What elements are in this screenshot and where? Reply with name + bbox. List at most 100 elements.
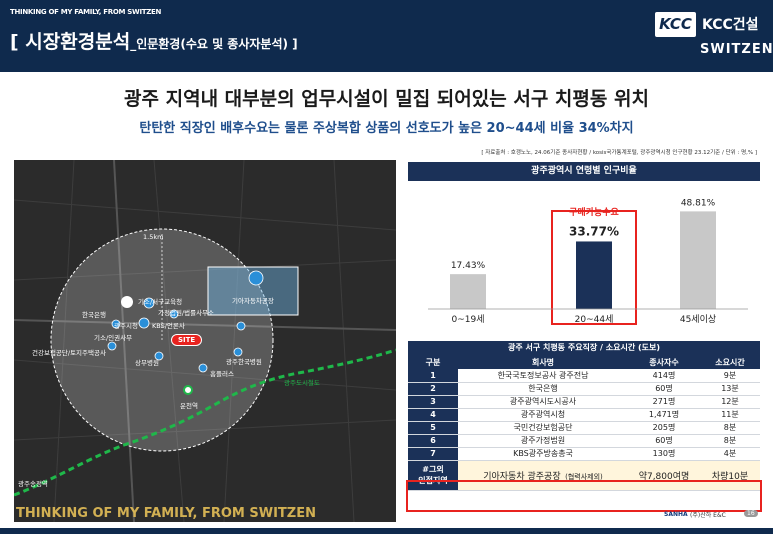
walk-time: 9분 xyxy=(700,369,760,383)
site-marker: SITE xyxy=(171,334,203,346)
map-label: 상무병원 xyxy=(135,359,159,367)
walk-time: 8분 xyxy=(700,421,760,435)
map-label: 광주시청 xyxy=(114,322,138,330)
map-label: 홈플러스 xyxy=(210,370,234,378)
company-name: 국민건강보험공단 xyxy=(458,421,628,435)
chart-bar xyxy=(576,241,612,309)
row-number: 3 xyxy=(408,395,458,409)
map-graphic xyxy=(14,160,396,522)
highlight-row: #그외 인접지역 기아자동차 광주공장_(협력사제외) 약7,800여명 차량1… xyxy=(408,460,760,491)
chart-svg: 17.43% 0~19세 33.77% 20~44세 구매가능수요 48.81% 45세이상 xyxy=(428,198,748,325)
company-name: 한국국토정보공사 광주전남 xyxy=(458,369,628,383)
kcc-logo: KCC xyxy=(655,12,696,37)
brand-name: KCC건설 xyxy=(702,17,759,33)
company-name: 광주가정법원 xyxy=(458,434,628,448)
footer-tagline: THINKING OF MY FAMILY, FROM SWITZEN xyxy=(16,506,316,521)
chart-value-label: 17.43% xyxy=(451,261,486,271)
worker-count: 60명 xyxy=(628,382,700,396)
row-group-line1: #그외 xyxy=(422,465,444,474)
walk-time: 4분 xyxy=(700,447,760,461)
chart-value-label: 33.77% xyxy=(569,224,619,238)
worker-count: 205명 xyxy=(628,421,700,435)
map-label: 한국은행 xyxy=(82,311,106,319)
table-title: 광주 서구 치평동 주요직장 / 소요시간 (도보) xyxy=(408,341,760,355)
map-label: 기소/서구교육청 xyxy=(138,298,183,306)
company-name: 한국은행 xyxy=(458,382,628,396)
section-title: [ 시장환경분석_인문환경(수요 및 종사자분석) ] xyxy=(10,27,298,54)
source-note: [ 자료출처 : 호갱노노, 24.06기준 종사자현황 / kosis국가통계… xyxy=(481,150,757,156)
row-group: #그외 인접지역 xyxy=(408,460,458,491)
company-name-footer: (주)산하 E&C xyxy=(690,512,726,519)
company-name: 기아자동차 광주공장_(협력사제외) xyxy=(458,460,628,491)
pin-kia xyxy=(248,270,264,286)
company-name: 광주광역시도시공사 xyxy=(458,395,628,409)
switzen-logo: SWITZEN xyxy=(700,42,773,57)
subway-line xyxy=(14,348,396,497)
highlight-outline xyxy=(406,480,762,512)
walk-time: 11분 xyxy=(700,408,760,422)
company-name: KBS광주방송총국 xyxy=(458,447,628,461)
company-name: 광주광역시청 xyxy=(458,408,628,422)
worker-count: 130명 xyxy=(628,447,700,461)
map-label: KBS/언론사 xyxy=(152,322,185,330)
section-title-sub: _인문환경(수요 및 종사자분석) ] xyxy=(130,37,298,51)
map-label: 광주도시철도 xyxy=(284,379,320,387)
highlight-label: 구매가능수요 xyxy=(569,206,619,218)
row-number: 2 xyxy=(408,382,458,396)
worker-count: 414명 xyxy=(628,369,700,383)
brand-tagline: THINKING OF MY FAMILY, FROM SWITZEN xyxy=(10,8,162,16)
highlight-box xyxy=(551,210,637,325)
map-label: 가정법원/법률사무소 xyxy=(158,309,215,317)
worker-count: 1,471명 xyxy=(628,408,700,422)
map-label: 기소/인권사무 xyxy=(94,334,133,342)
row-number: 6 xyxy=(408,434,458,448)
chart-category-label: 20~44세 xyxy=(575,314,614,325)
table-header: 소요시간 xyxy=(700,355,760,369)
location-map: 1.5km 한국은행 광주시청 기소/서구교육청 가정법원/법률사무소 KBS/… xyxy=(14,160,396,522)
chart-category-label: 0~19세 xyxy=(452,314,485,325)
row-number: 7 xyxy=(408,447,458,461)
table-header: 구분 xyxy=(408,355,458,369)
map-label: 건강보험공단/토지주택공사 xyxy=(32,349,106,357)
walk-time: 13분 xyxy=(700,382,760,396)
page-number: 16 xyxy=(744,510,758,517)
age-chart: 17.43% 0~19세 33.77% 20~44세 구매가능수요 48.81% 45세이상 xyxy=(408,181,760,336)
page-subheadline: 탄탄한 직장인 배후수요는 물론 주상복합 상품의 선호도가 높은 20~44세… xyxy=(139,121,634,136)
chart-category-label: 45세이상 xyxy=(680,314,716,325)
station-marker xyxy=(183,385,193,395)
section-title-main: [ 시장환경분석 xyxy=(10,31,131,53)
travel-time: 차량10분 xyxy=(700,460,760,491)
walk-time: 8분 xyxy=(700,434,760,448)
bottom-bar xyxy=(0,528,773,534)
map-label: 광주송정역 xyxy=(18,480,48,488)
row-number: 1 xyxy=(408,369,458,383)
chart-title: 광주광역시 연령별 인구비율 xyxy=(408,162,760,181)
top-banner xyxy=(0,0,773,72)
company-main: 기아자동차 광주공장_ xyxy=(483,471,566,482)
sanha-logo: SANHA xyxy=(664,511,688,518)
walk-time: 12분 xyxy=(700,395,760,409)
worker-count: 60명 xyxy=(628,434,700,448)
table-header: 종사자수 xyxy=(628,355,700,369)
map-label: 광주한국병원 xyxy=(226,358,262,366)
map-label: 운천역 xyxy=(180,402,198,410)
map-label: 기아자동차공장 xyxy=(232,297,274,305)
chart-bar xyxy=(450,274,486,309)
chart-value-label: 48.81% xyxy=(681,198,716,208)
radius-label: 1.5km xyxy=(143,233,164,241)
page-headline: 광주 지역내 대부분의 업무시설이 밀집 되어있는 서구 치평동 위치 xyxy=(124,88,649,110)
chart-bar xyxy=(680,211,716,309)
table-header: 회사명 xyxy=(458,355,628,369)
worker-count: 약7,800여명 xyxy=(628,460,700,491)
worker-count: 271명 xyxy=(628,395,700,409)
row-number: 5 xyxy=(408,421,458,435)
row-number: 4 xyxy=(408,408,458,422)
